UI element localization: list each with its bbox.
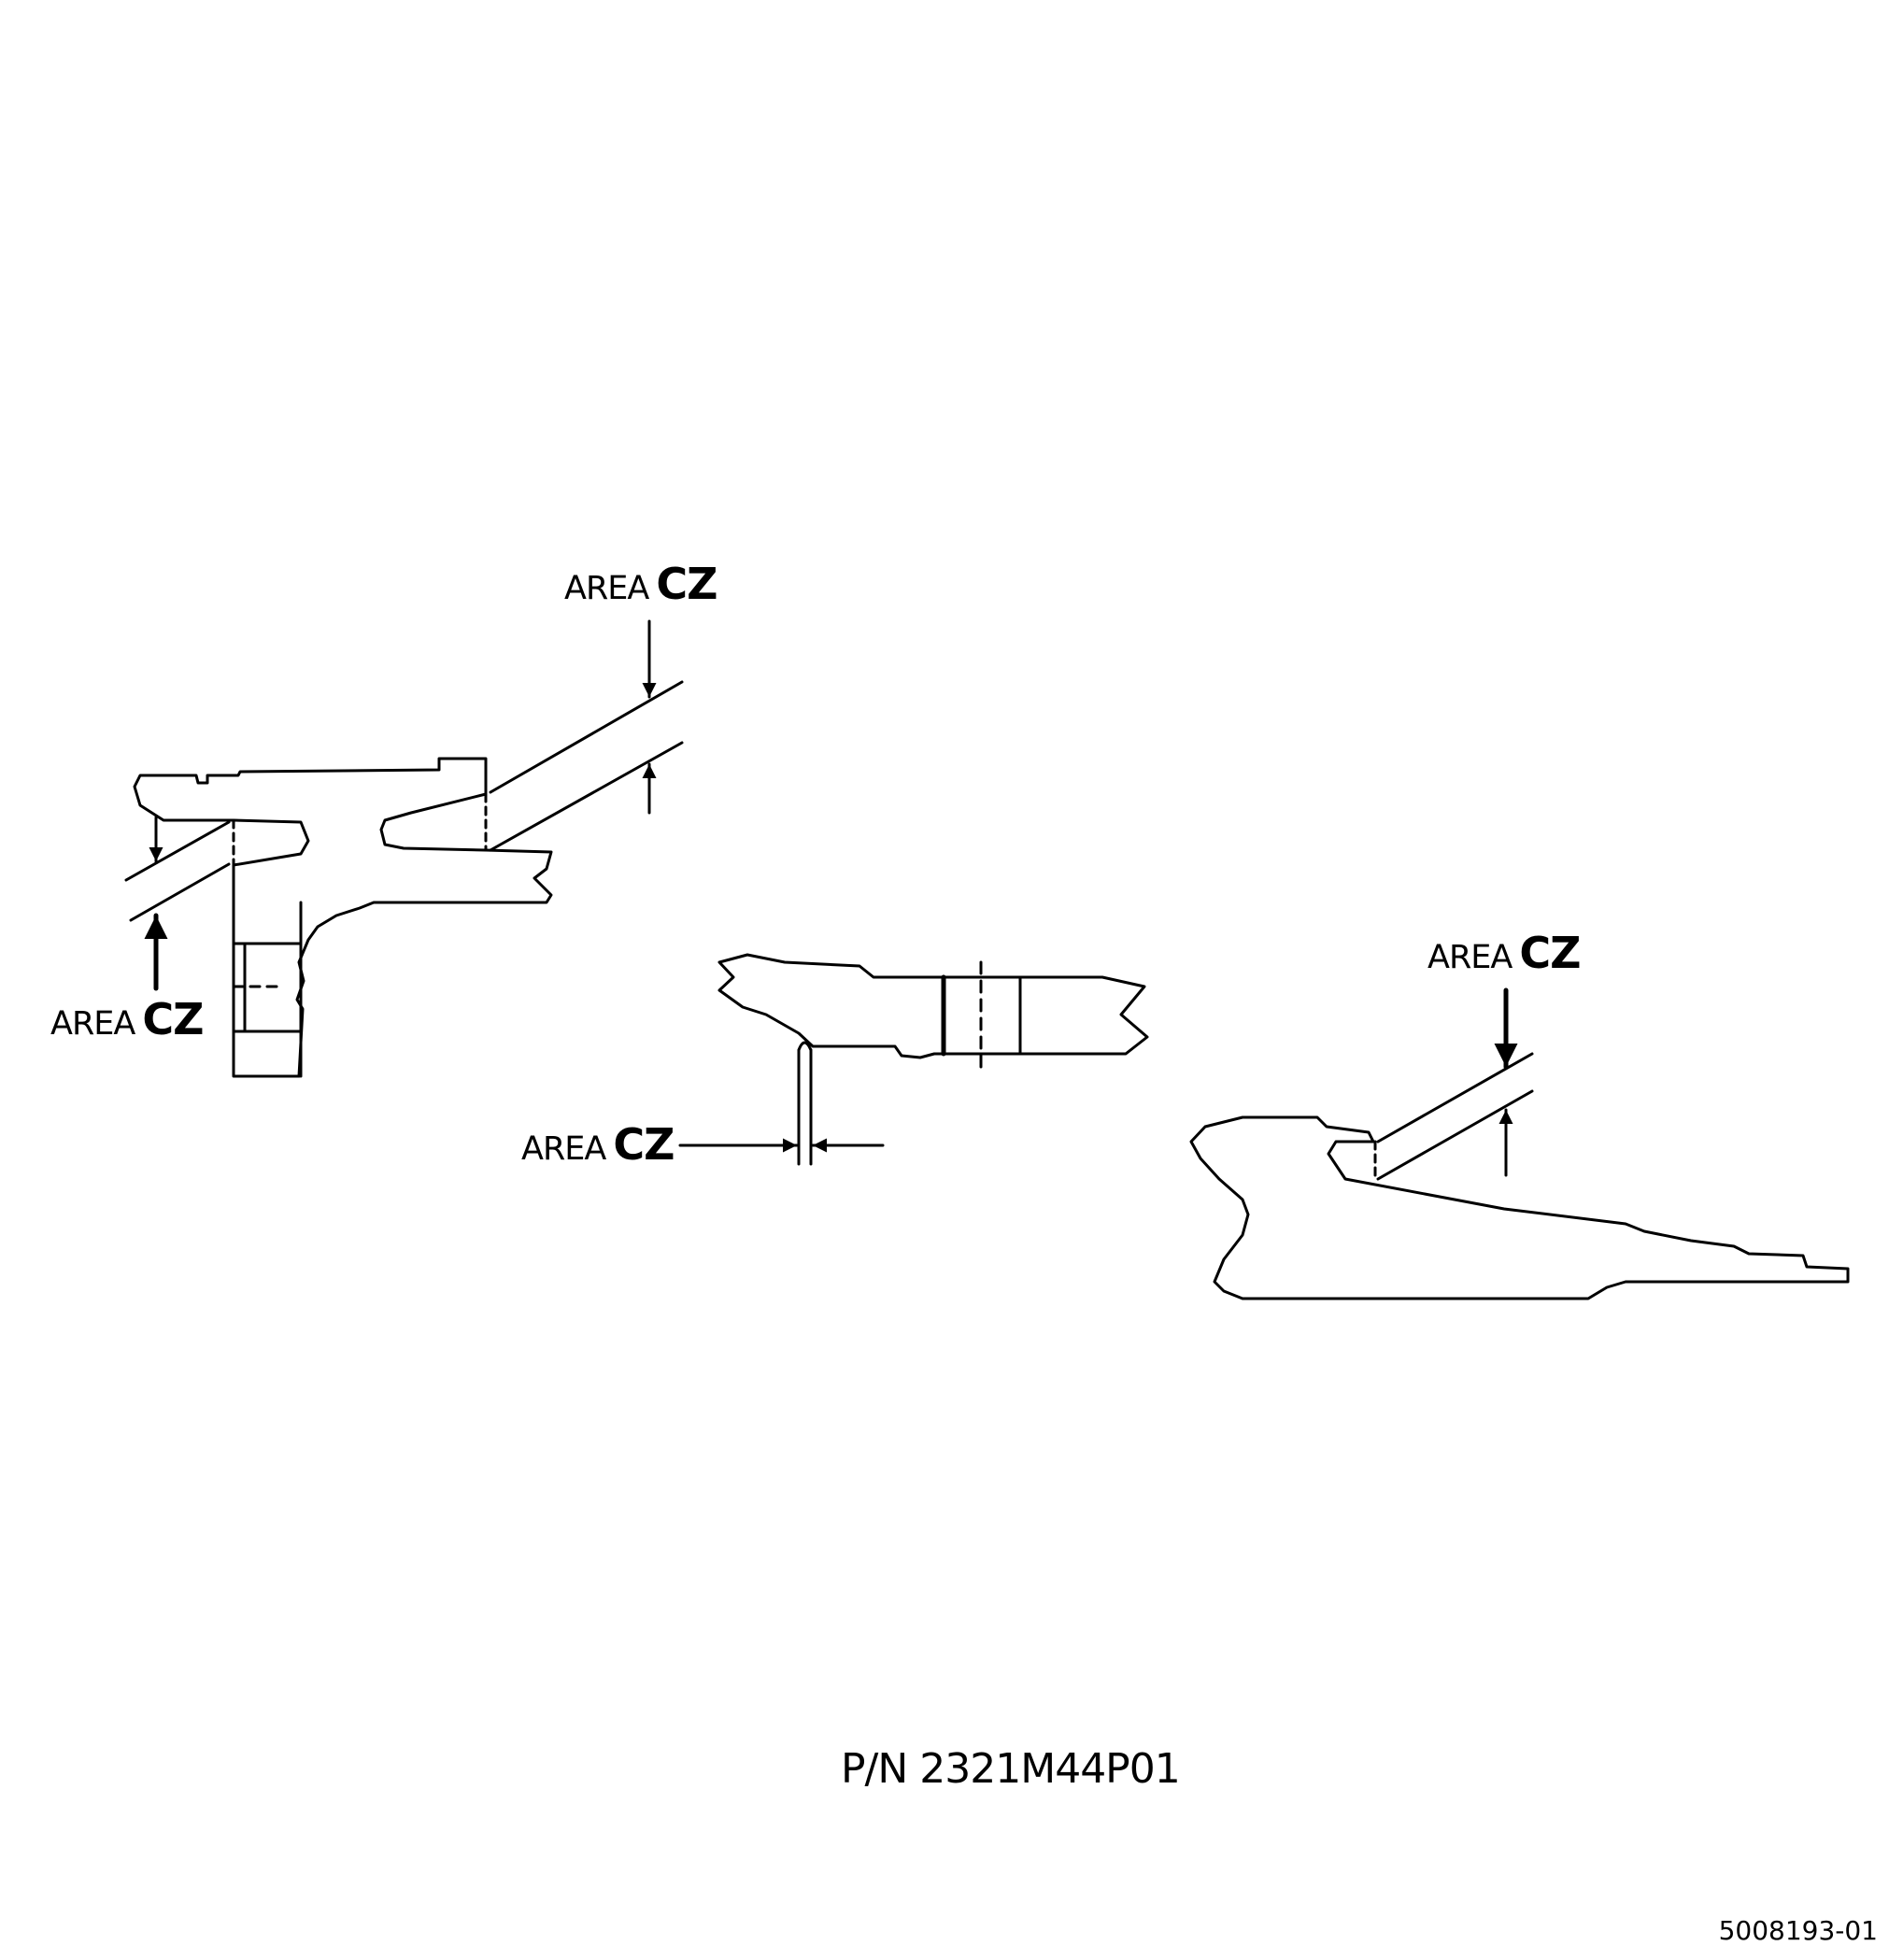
left-upper-band-line-a (489, 680, 684, 794)
right-section (1189, 987, 1850, 1300)
right-section-outline (1189, 1115, 1850, 1300)
middle-pin-tip (797, 1041, 813, 1052)
figure-id: 5008193-01 (1718, 1915, 1878, 1946)
middle-section-outline (717, 953, 1149, 1059)
left-upper-band-line-b (489, 741, 684, 852)
callout-code: CZ (613, 1119, 675, 1170)
middle-section (678, 953, 1149, 1166)
left-lower-band-line-b (129, 862, 231, 922)
left-section-outline (133, 757, 553, 1078)
right-band-line-b (1376, 1089, 1534, 1181)
callout-word: AREA (1427, 939, 1513, 976)
callout-code: CZ (142, 994, 204, 1044)
left-section (124, 619, 684, 1078)
callout-code: CZ (1519, 928, 1581, 978)
left-lower-band-line-a (124, 820, 231, 882)
callout-word: AREA (50, 1005, 135, 1043)
callout-word: AREA (564, 570, 649, 607)
part-number: P/N 2321M44P01 (841, 1745, 1181, 1793)
right-band-line-a (1376, 1052, 1534, 1143)
callout-code: CZ (656, 559, 717, 609)
callout-word: AREA (521, 1130, 606, 1168)
